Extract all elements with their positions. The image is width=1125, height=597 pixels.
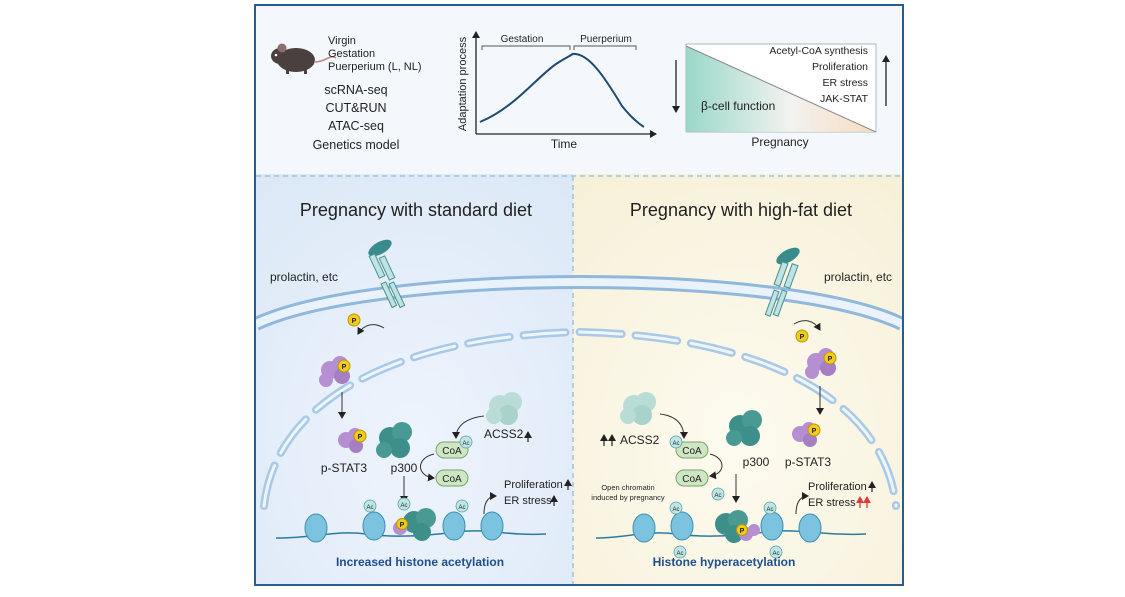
tri-er-stress: ER stress <box>822 77 868 89</box>
svg-text:Ac: Ac <box>672 507 679 513</box>
svg-text:Ac: Ac <box>772 551 779 557</box>
mouse-label-virgin: Virgin <box>328 35 356 47</box>
figure-frame: Virgin Gestation Puerperium (L, NL) scRN… <box>254 4 904 586</box>
left-coa: CoA <box>435 469 469 487</box>
left-acetyl-coa: CoA Ac <box>435 435 473 459</box>
left-acss2-label: ACSS2 <box>484 427 524 441</box>
right-pstat3-label: p-STAT3 <box>785 455 832 469</box>
mouse-icon <box>271 43 337 74</box>
left-p300-label: p300 <box>391 461 418 475</box>
left-title: Pregnancy with standard diet <box>300 200 532 220</box>
left-receptor <box>368 239 406 309</box>
left-er-stress: ER stress <box>504 495 552 507</box>
svg-text:CoA: CoA <box>442 446 462 457</box>
right-acetyl-coa: CoA Ac <box>669 435 709 459</box>
left-ac-marks: Ac Ac Ac <box>363 497 469 513</box>
svg-text:Ac: Ac <box>462 441 469 447</box>
pregnancy-triangle: Acetyl-CoA synthesis Proliferation ER st… <box>672 43 890 149</box>
svg-text:CoA: CoA <box>442 474 462 485</box>
left-p300-protein <box>376 422 412 458</box>
tri-proliferation: Proliferation <box>812 61 868 73</box>
right-pstat3-protein: P <box>792 422 821 447</box>
puerperium-bracket <box>573 45 637 50</box>
right-phospho-free: P <box>795 329 809 343</box>
left-stat3-protein: P <box>319 356 351 387</box>
svg-text:P: P <box>352 318 357 325</box>
svg-text:P: P <box>342 364 347 371</box>
right-p300-label: p300 <box>743 455 770 469</box>
right-er-stress: ER stress <box>808 497 856 509</box>
right-caption: Histone hyperacetylation <box>653 555 796 569</box>
adaptation-curve-chart: Adaptation process Time Gestation Puerpe… <box>457 31 657 151</box>
right-nucleosomes <box>632 511 822 543</box>
method-cut-and-run: CUT&RUN <box>325 101 386 115</box>
method-atac-seq: ATAC-seq <box>328 119 384 133</box>
adaptation-curve <box>479 52 645 128</box>
figure-canvas: Virgin Gestation Puerperium (L, NL) scRN… <box>256 6 902 584</box>
right-chromatin-complex: P <box>715 510 760 543</box>
svg-text:P: P <box>358 434 363 441</box>
svg-text:Ac: Ac <box>766 507 773 513</box>
tri-acetyl-coa: Acetyl-CoA synthesis <box>769 45 868 57</box>
method-genetics-model: Genetics model <box>313 138 400 152</box>
curve-xlabel: Time <box>551 137 578 151</box>
right-p300-protein <box>726 410 762 446</box>
mouse-label-gestation: Gestation <box>328 48 375 60</box>
svg-text:CoA: CoA <box>682 474 702 485</box>
open-chromatin-line-1: Open chromatin <box>601 483 654 492</box>
left-caption: Increased histone acetylation <box>336 555 504 569</box>
svg-text:Ac: Ac <box>714 493 721 499</box>
svg-text:Ac: Ac <box>366 505 373 511</box>
left-phospho-free: P <box>347 313 361 327</box>
svg-text:CoA: CoA <box>682 446 702 457</box>
svg-text:Ac: Ac <box>400 503 407 509</box>
svg-text:Ac: Ac <box>458 505 465 511</box>
tri-xlabel: Pregnancy <box>751 135 808 149</box>
open-chromatin-line-2: induced by pregnancy <box>591 493 665 502</box>
method-scrna-seq: scRNA-seq <box>324 83 387 97</box>
right-coa: CoA <box>675 469 709 487</box>
left-proliferation: Proliferation <box>504 479 563 491</box>
svg-text:Ac: Ac <box>676 551 683 557</box>
svg-text:P: P <box>800 334 805 341</box>
tri-beta-cell: β-cell function <box>701 99 775 113</box>
left-nucleosomes <box>304 511 504 543</box>
right-acss2-protein <box>620 392 656 425</box>
right-stat3-protein: P <box>805 348 837 379</box>
left-pstat3-label: p-STAT3 <box>321 461 368 475</box>
mouse-label-puerperium: Puerperium (L, NL) <box>328 61 422 73</box>
right-ligand-label: prolactin, etc <box>824 270 892 284</box>
phase-puerperium: Puerperium <box>580 34 632 45</box>
left-chromatin-complex: P <box>393 508 436 541</box>
right-acss2-label: ACSS2 <box>620 433 660 447</box>
right-ac-marks: Ac Ac Ac Ac Ac <box>669 487 783 559</box>
left-acss2-protein <box>486 392 522 425</box>
tri-jak-stat: JAK-STAT <box>820 93 869 105</box>
svg-text:P: P <box>812 428 817 435</box>
svg-text:P: P <box>740 528 745 535</box>
left-pstat3-protein: P <box>338 428 367 453</box>
right-title: Pregnancy with high-fat diet <box>630 200 852 220</box>
right-proliferation: Proliferation <box>808 481 867 493</box>
gestation-bracket <box>481 45 571 50</box>
svg-text:Ac: Ac <box>672 441 679 447</box>
svg-text:P: P <box>400 522 405 529</box>
phase-gestation: Gestation <box>501 34 544 45</box>
svg-text:P: P <box>828 356 833 363</box>
right-receptor <box>764 247 800 317</box>
curve-ylabel: Adaptation process <box>457 36 469 131</box>
left-ligand-label: prolactin, etc <box>270 270 338 284</box>
